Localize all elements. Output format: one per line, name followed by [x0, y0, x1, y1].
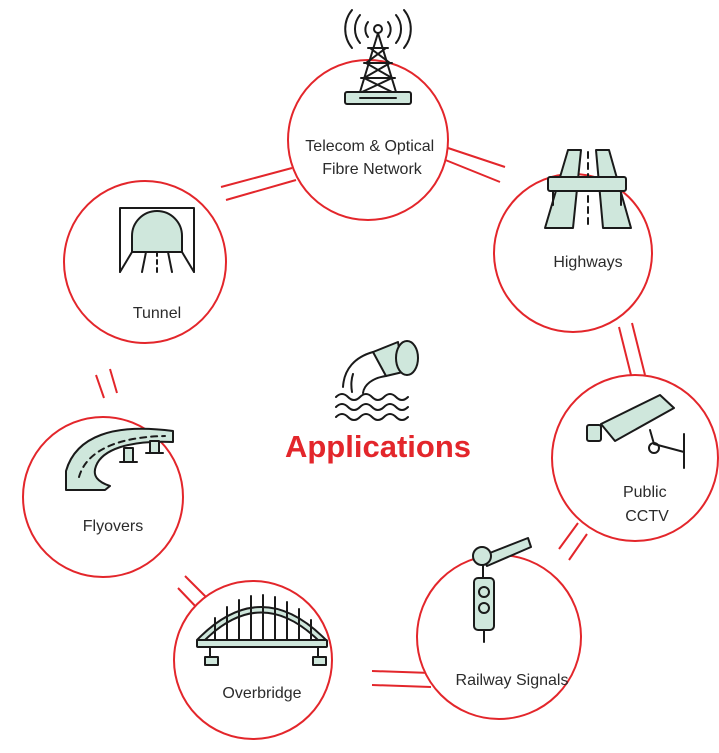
railway-signal-icon [472, 537, 532, 643]
arch-bridge-icon [196, 594, 328, 666]
node-circle-railway [416, 554, 582, 720]
node-label-cctv: Public CCTV [623, 484, 671, 525]
node-circle-cctv [551, 374, 719, 542]
node-label-railway: Railway Signals [456, 672, 569, 689]
tunnel-icon [119, 207, 195, 273]
cctv-camera-icon [586, 394, 685, 469]
diagram-title: Applications [285, 429, 471, 464]
ring-circles [22, 59, 719, 740]
node-circle-overbridge [173, 580, 333, 740]
flyover-icon [65, 427, 174, 491]
highway-icon [544, 149, 632, 229]
node-label-highways: Highways [553, 254, 622, 271]
node-circle-flyovers [22, 416, 184, 578]
node-label-tunnel: Tunnel [133, 305, 181, 322]
drain-pipe-water-icon [335, 340, 419, 421]
node-label-flyovers: Flyovers [83, 518, 143, 535]
telecom-tower-icon [344, 9, 412, 105]
node-label-overbridge: Overbridge [222, 685, 301, 702]
node-label-telecom: Telecom & Optical Fibre Network [305, 138, 438, 178]
